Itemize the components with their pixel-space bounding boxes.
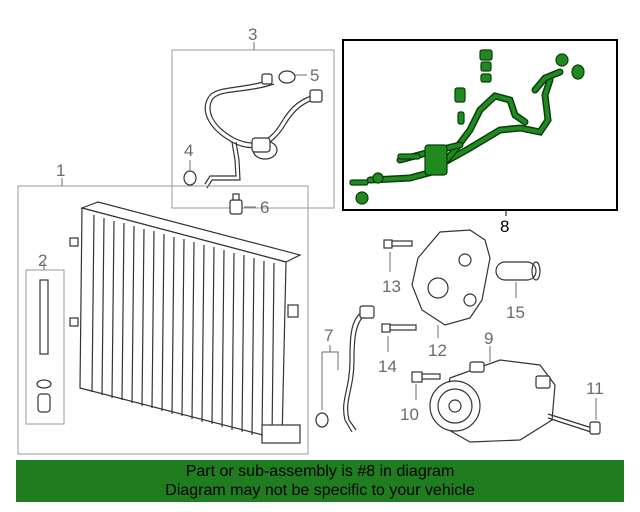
callout-8[interactable]: 8	[500, 217, 509, 236]
bolt-11[interactable]	[547, 413, 601, 435]
tube-7[interactable]	[343, 305, 375, 433]
o-ring-4[interactable]	[183, 170, 197, 186]
bolt-14[interactable]	[381, 323, 417, 333]
compressor-9[interactable]	[429, 359, 556, 443]
banner-line-1: Part or sub-assembly is #8 in diagram	[185, 463, 455, 480]
condenser-1[interactable]	[69, 201, 302, 444]
o-ring-7[interactable]	[315, 412, 329, 428]
hose-assembly-8[interactable]	[349, 49, 585, 205]
group-box-8	[342, 39, 618, 211]
callout-12[interactable]: 12	[428, 341, 447, 360]
info-banner: Part or sub-assembly is #8 in diagram Di…	[16, 460, 624, 502]
parts-diagram: 3 5 4 6 8	[17, 25, 618, 455]
o-ring-5[interactable]	[278, 70, 296, 84]
callout-5[interactable]: 5	[310, 66, 319, 85]
callout-11[interactable]: 11	[586, 379, 604, 398]
callout-14[interactable]: 14	[378, 357, 397, 376]
callout-7[interactable]: 7	[324, 326, 333, 345]
group-box-3	[171, 49, 335, 209]
callout-4[interactable]: 4	[184, 141, 193, 160]
group-box-2	[25, 269, 65, 425]
callout-9[interactable]: 9	[484, 329, 493, 348]
bolt-13[interactable]	[383, 239, 413, 249]
cylinder-15[interactable]	[495, 261, 541, 281]
callout-13[interactable]: 13	[382, 277, 401, 296]
callout-3[interactable]: 3	[248, 25, 257, 44]
group-box-1	[17, 185, 309, 455]
bracket-12[interactable]	[411, 229, 491, 326]
bolt-10[interactable]	[411, 371, 441, 383]
callout-2[interactable]: 2	[38, 251, 47, 270]
callout-15[interactable]: 15	[506, 303, 525, 322]
callout-6[interactable]: 6	[260, 198, 269, 217]
callout-1[interactable]: 1	[56, 161, 65, 180]
hose-assembly-3[interactable]	[204, 73, 323, 189]
desiccant-2[interactable]	[36, 279, 52, 413]
banner-line-2: Diagram may not be specific to your vehi…	[165, 482, 475, 499]
pressure-switch-6[interactable]	[229, 193, 243, 215]
callout-10[interactable]: 10	[400, 405, 419, 424]
